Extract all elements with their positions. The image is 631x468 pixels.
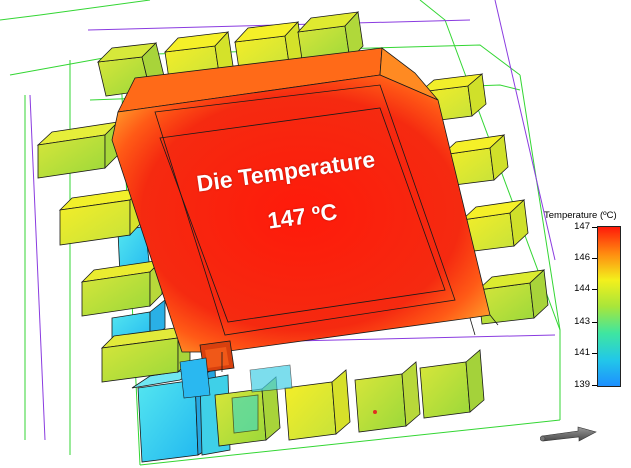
probe-marker bbox=[373, 410, 377, 414]
temperature-legend: Temperature (ºC) 147 146 144 143 141 139 bbox=[540, 207, 631, 390]
view-orientation-arrow-icon[interactable] bbox=[540, 420, 600, 450]
legend-tick-mark bbox=[592, 322, 597, 323]
legend-tick-147: 147 bbox=[574, 221, 590, 232]
legend-tick-141: 141 bbox=[574, 347, 590, 358]
die-block bbox=[111, 47, 499, 373]
legend-tick-144: 144 bbox=[574, 283, 590, 294]
legend-tick-mark bbox=[592, 289, 597, 290]
legend-tick-mark bbox=[592, 353, 597, 354]
legend-tick-143: 143 bbox=[574, 316, 590, 327]
legend-color-bar bbox=[597, 226, 621, 387]
legend-title: Temperature (ºC) bbox=[544, 210, 617, 221]
legend-tick-146: 146 bbox=[574, 252, 590, 263]
substrate-cool-region bbox=[179, 357, 293, 399]
lead-group-cool bbox=[111, 225, 231, 463]
lead-group-bottom bbox=[214, 349, 485, 447]
legend-tick-mark bbox=[592, 227, 597, 228]
legend-tick-mark bbox=[592, 385, 597, 386]
legend-tick-139: 139 bbox=[574, 379, 590, 390]
legend-tick-mark bbox=[592, 258, 597, 259]
